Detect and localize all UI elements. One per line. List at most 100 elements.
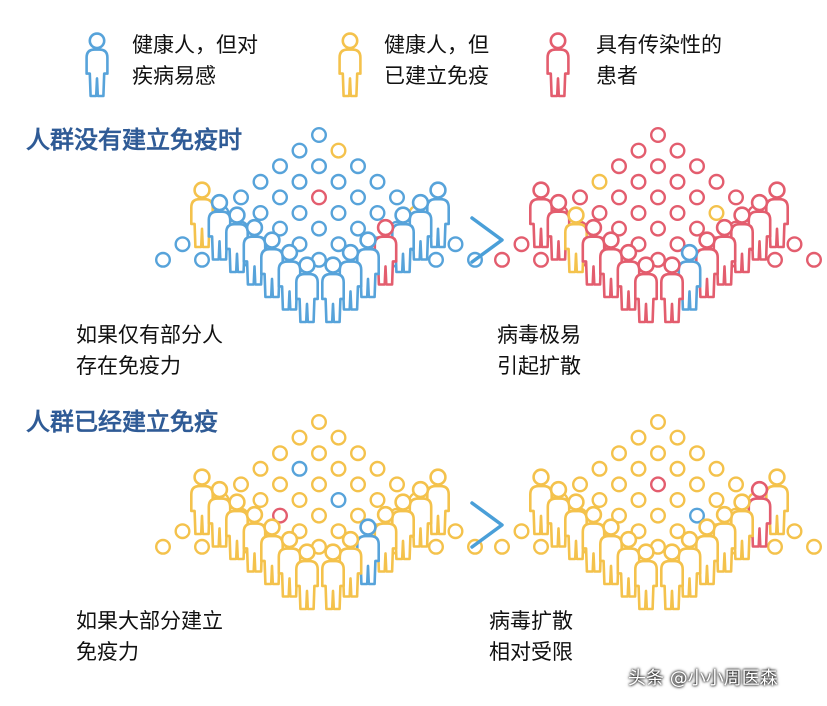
crowd-dot — [611, 220, 628, 237]
crowd-dot — [513, 523, 530, 540]
crowd-dot — [330, 429, 347, 446]
crowd-dot — [311, 189, 328, 206]
crowd-dot — [728, 189, 745, 206]
crowd-dot — [174, 236, 191, 253]
crowd-dot — [669, 236, 686, 253]
crowd-dot — [330, 523, 347, 540]
person-figure — [207, 480, 232, 548]
person-figure — [426, 181, 450, 249]
crowd-dot — [330, 460, 347, 477]
crowd-dot — [630, 173, 647, 190]
crowd-dot — [689, 476, 706, 493]
crowd-dot — [806, 251, 823, 268]
person-figure — [695, 518, 719, 586]
crowd-dot — [174, 523, 191, 540]
legend-label-infectious: 具有传染性的 患者 — [596, 33, 722, 88]
crowd-dot — [447, 236, 464, 253]
crowd-dot — [389, 476, 406, 493]
crowd-dot — [669, 142, 686, 159]
crowd-dot — [611, 476, 628, 493]
legend-person-icon-3 — [546, 32, 570, 98]
crowd-dot — [630, 492, 647, 509]
crowd-dot — [669, 523, 686, 540]
crowd-dot — [650, 445, 667, 462]
person-figure — [242, 218, 267, 286]
crowd-dot — [669, 429, 686, 446]
crowd-dot — [272, 445, 289, 462]
crowd-dot — [291, 429, 308, 446]
crowd-dot — [291, 204, 308, 221]
person-figure — [391, 493, 415, 561]
crowd-dot — [669, 460, 686, 477]
person-figure — [295, 543, 319, 611]
crowd-dot — [330, 173, 347, 190]
person-figure — [765, 181, 789, 249]
person-figure — [277, 530, 302, 598]
crowd-dot — [272, 189, 289, 206]
crowd-dot — [630, 204, 647, 221]
arrow-icon — [470, 216, 504, 264]
crowd-dot — [767, 538, 784, 555]
crowd-dot — [154, 538, 171, 555]
crowd-dot — [311, 476, 328, 493]
person-figure — [546, 193, 571, 261]
crowd-dot — [252, 204, 269, 221]
legend-person-icon-2 — [338, 32, 362, 98]
person-figure — [190, 181, 214, 249]
person-figure — [295, 256, 319, 324]
crowd-dot — [669, 492, 686, 509]
crowd-dot — [494, 538, 511, 555]
person-figure — [260, 518, 284, 586]
crowd-dot — [369, 492, 386, 509]
crowd-dot — [428, 251, 445, 268]
person-figure — [616, 243, 641, 311]
person-figure — [207, 193, 232, 261]
crowd-dot — [611, 158, 628, 175]
crowd-dot — [708, 173, 725, 190]
crowd-dot — [272, 476, 289, 493]
crowd-dot — [591, 173, 608, 190]
crowd-dot — [330, 204, 347, 221]
crowd-dot — [591, 492, 608, 509]
crowd-dot — [350, 158, 367, 175]
crowd-dot — [350, 189, 367, 206]
crowd-dot — [252, 460, 269, 477]
crowd-dot — [311, 507, 328, 524]
crowd-dot — [806, 538, 823, 555]
person-figure — [660, 543, 684, 611]
person-figure — [321, 543, 345, 611]
crowd-dot — [311, 158, 328, 175]
crowd-dot — [291, 142, 308, 159]
person-figure — [529, 468, 553, 536]
crowd-dot — [272, 507, 289, 524]
person-figure — [190, 468, 214, 536]
crowd-dot — [650, 126, 667, 143]
crowd-dot — [572, 476, 589, 493]
person-figure — [616, 530, 641, 598]
section-title-immunity: 人群已经建立免疫 — [26, 408, 218, 436]
person-figure — [564, 493, 588, 561]
crowd-dot — [252, 492, 269, 509]
crowd-dot — [350, 476, 367, 493]
crowd-dot — [330, 236, 347, 253]
person-figure — [581, 218, 606, 286]
crowd-dot — [447, 523, 464, 540]
person-figure — [677, 530, 702, 598]
crowd-dot — [728, 476, 745, 493]
crowd-dot — [533, 251, 550, 268]
person-figure — [546, 480, 571, 548]
crowd-dot — [767, 251, 784, 268]
person-figure — [765, 468, 789, 536]
crowd-dot — [369, 460, 386, 477]
crowd-dot — [389, 189, 406, 206]
crowd-dot — [650, 158, 667, 175]
crowd-dot — [650, 476, 667, 493]
person-figure — [747, 480, 772, 548]
crowd-dot — [513, 236, 530, 253]
crowd-dot — [291, 173, 308, 190]
crowd-dot — [611, 189, 628, 206]
crowd-dot — [611, 445, 628, 462]
crowd-dot — [650, 507, 667, 524]
crowd-dot — [533, 538, 550, 555]
